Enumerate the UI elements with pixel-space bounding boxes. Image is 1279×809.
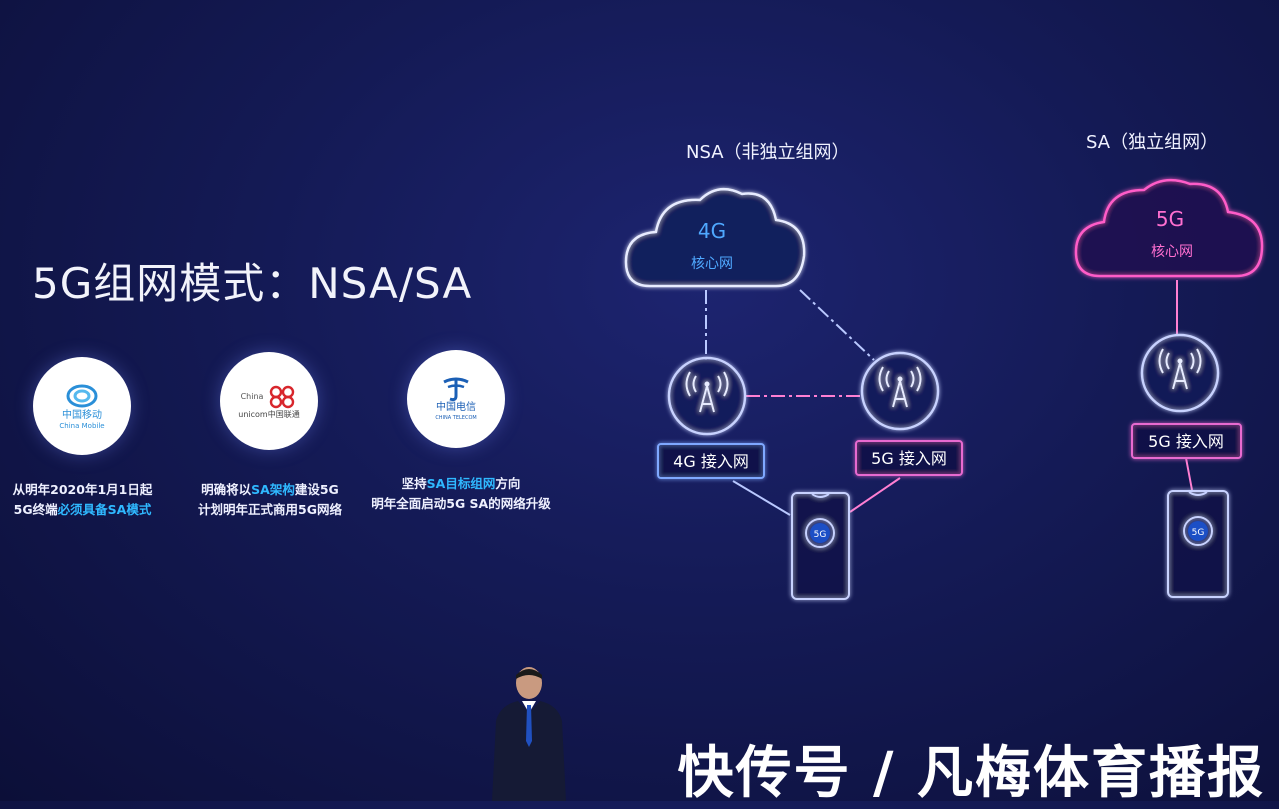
china-unicom-description: 明确将以SA架构建设5G 计划明年正式商用5G网络 bbox=[180, 480, 360, 520]
link-4g-core-to-5g-tower bbox=[799, 289, 875, 361]
sa-core-label: 核心网 bbox=[1151, 244, 1193, 260]
china-telecom-logo-subtext: CHINA TELECOM bbox=[435, 414, 477, 421]
presenter-figure bbox=[492, 667, 566, 801]
china-mobile-logo-subtext: China Mobile bbox=[59, 421, 105, 430]
china-mobile-desc-line1: 从明年2020年1月1日起 bbox=[12, 482, 153, 497]
nsa-core-label: 核心网 bbox=[691, 256, 733, 272]
nsa-4g-tower-icon bbox=[667, 356, 747, 436]
sa-label: SA（独立组网） bbox=[1086, 132, 1219, 153]
china-mobile-emblem-icon bbox=[66, 384, 98, 407]
nsa-4g-core-cloud bbox=[624, 187, 806, 288]
china-telecom-highlight: SA目标组网 bbox=[426, 476, 496, 491]
china-unicom-logo-subtext: unicom中国联通 bbox=[238, 409, 300, 419]
slide-title: 5G组网模式：NSA/SA bbox=[32, 259, 473, 308]
nsa-4g-access-label: 4G 接入网 bbox=[673, 452, 749, 471]
link-4g-access-to-phone bbox=[732, 480, 791, 516]
china-unicom-logo-text: China bbox=[240, 392, 264, 401]
china-unicom-desc-line2: 计划明年正式商用5G网络 bbox=[198, 502, 342, 517]
watermark-text: 快传号 / 凡梅体育播报 bbox=[677, 741, 1265, 806]
sa-5g-access-label: 5G 接入网 bbox=[1148, 432, 1224, 451]
china-unicom-highlight: SA架构 bbox=[251, 482, 295, 497]
china-mobile-logo: 中国移动 China Mobile bbox=[33, 357, 131, 455]
china-unicom-knot-icon bbox=[270, 385, 295, 408]
sa-core-5g-label: 5G bbox=[1156, 207, 1184, 231]
nsa-label: NSA（非独立组网） bbox=[686, 142, 850, 163]
sa-phone-icon bbox=[1167, 490, 1229, 598]
sa-5g-access-box bbox=[1131, 423, 1242, 459]
china-telecom-desc-line1: 坚持SA目标组网方向 bbox=[401, 476, 521, 491]
nsa-core-4g-label: 4G bbox=[698, 219, 726, 243]
sa-5g-tower-icon bbox=[1140, 333, 1220, 413]
nsa-4g-access-box bbox=[657, 443, 765, 479]
china-telecom-logo-text: 中国电信 bbox=[436, 401, 476, 413]
nsa-phone-icon bbox=[791, 492, 850, 600]
link-sa-access-to-phone bbox=[1185, 457, 1193, 491]
nsa-phone-label: 5G bbox=[814, 530, 827, 540]
china-telecom-desc-line2: 明年全面启动5G SA的网络升级 bbox=[371, 496, 551, 511]
china-telecom-emblem-icon bbox=[443, 377, 469, 401]
china-telecom-description: 坚持SA目标组网方向 明年全面启动5G SA的网络升级 bbox=[366, 474, 556, 514]
nsa-5g-tower-icon bbox=[860, 351, 940, 431]
china-mobile-highlight: 必须具备SA模式 bbox=[57, 502, 152, 517]
nsa-5g-access-label: 5G 接入网 bbox=[871, 449, 947, 468]
link-5g-access-to-phone bbox=[849, 477, 901, 513]
china-unicom-desc-line1: 明确将以SA架构建设5G bbox=[201, 482, 339, 497]
sa-phone-label: 5G bbox=[1192, 528, 1205, 538]
china-mobile-description: 从明年2020年1月1日起 5G终端必须具备SA模式 bbox=[0, 480, 165, 520]
china-telecom-logo: 中国电信 CHINA TELECOM bbox=[407, 350, 505, 448]
china-mobile-logo-text: 中国移动 bbox=[62, 409, 102, 421]
china-unicom-logo: China unicom中国联通 bbox=[220, 352, 318, 450]
china-mobile-desc-line2: 5G终端必须具备SA模式 bbox=[13, 502, 152, 517]
nsa-5g-access-box bbox=[855, 440, 963, 476]
sa-5g-core-cloud bbox=[1074, 178, 1264, 278]
